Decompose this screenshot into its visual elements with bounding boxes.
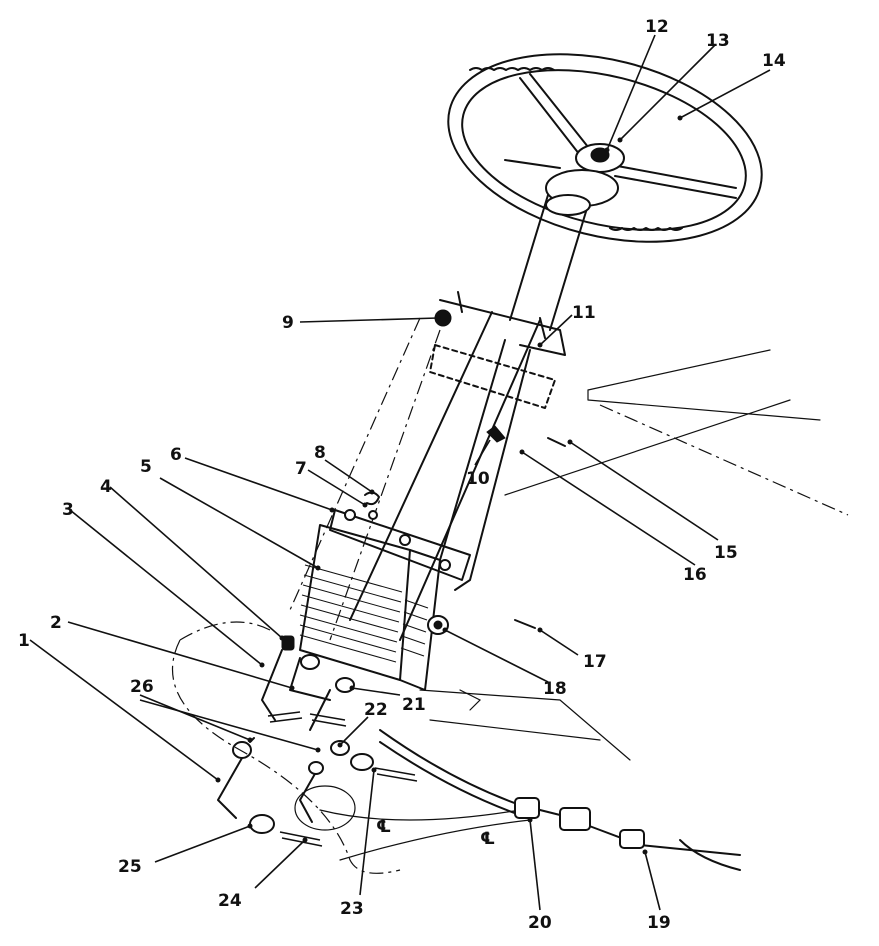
callout-2: 2 (50, 613, 62, 633)
callout-26: 26 (130, 677, 154, 697)
callout-25: 25 (118, 857, 142, 877)
centerline-mark: ℄ (480, 829, 495, 849)
callout-11: 11 (572, 303, 596, 323)
callout-21: 21 (402, 695, 426, 715)
callout-22: 22 (364, 700, 388, 720)
callout-6: 6 (170, 445, 182, 465)
frame-outline (419, 349, 849, 761)
callout-5: 5 (140, 457, 152, 477)
callout-labels: 1 2 3 4 5 6 7 8 9 10 11 12 13 14 15 16 1… (18, 17, 786, 933)
callout-13: 13 (706, 31, 730, 51)
callout-16: 16 (683, 565, 707, 585)
wiring-harness (319, 729, 741, 871)
callout-14: 14 (762, 51, 786, 71)
steering-shaft (509, 194, 591, 331)
callout-18: 18 (543, 679, 567, 699)
callout-20: 20 (528, 913, 552, 933)
callout-3: 3 (62, 500, 74, 520)
callout-23: 23 (340, 899, 364, 919)
callout-10: 10 (466, 469, 490, 489)
steering-valve (299, 524, 441, 691)
centerline-mark: ℄ (376, 817, 391, 837)
callout-4: 4 (100, 477, 112, 497)
callout-1: 1 (18, 631, 30, 651)
callout-15: 15 (714, 543, 738, 563)
callout-12: 12 (645, 17, 669, 37)
dashed-outline (171, 621, 401, 874)
callout-19: 19 (647, 913, 671, 933)
callout-9: 9 (282, 313, 294, 333)
hydraulic-fittings (217, 635, 418, 847)
callout-7: 7 (295, 459, 307, 479)
steering-column (289, 291, 566, 641)
steering-wheel (447, 53, 763, 243)
callout-24: 24 (218, 891, 242, 911)
leader-lines (29, 34, 771, 911)
flange-plate (329, 509, 471, 581)
callout-17: 17 (583, 652, 607, 672)
callout-8: 8 (314, 443, 326, 463)
